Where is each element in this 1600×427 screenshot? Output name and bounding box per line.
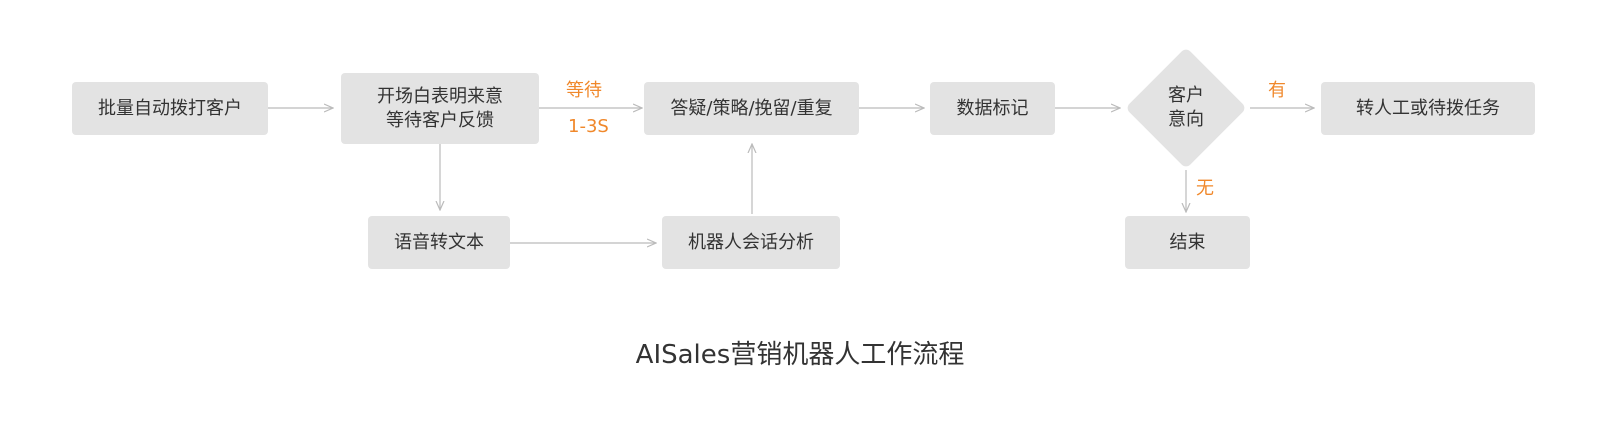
node-batch-dial: 批量自动拨打客户: [72, 82, 268, 135]
node-speech-to-text-label: 语音转文本: [394, 231, 484, 253]
decision-label-line1: 客户: [1168, 85, 1204, 106]
node-end: 结束: [1125, 216, 1250, 269]
node-qa-strategy-label: 答疑/策略/挽留/重复: [670, 97, 833, 119]
node-data-tag: 数据标记: [930, 82, 1055, 135]
edge-label-yes: 有: [1268, 80, 1286, 101]
node-opening-label-line1: 开场白表明来意: [377, 85, 503, 107]
edge-label-wait-time: 1-3S: [568, 116, 609, 137]
edge-label-no: 无: [1196, 178, 1214, 199]
node-transfer-label: 转人工或待拨任务: [1356, 97, 1500, 119]
edge-label-wait: 等待: [566, 80, 602, 101]
node-data-tag-label: 数据标记: [956, 97, 1029, 119]
node-transfer: 转人工或待拨任务: [1321, 82, 1535, 135]
decision-customer-intent: 客户 意向: [1125, 47, 1247, 169]
node-robot-analysis-label: 机器人会话分析: [688, 231, 814, 253]
diagram-caption: AISales营销机器人工作流程: [635, 340, 965, 370]
node-qa-strategy: 答疑/策略/挽留/重复: [644, 82, 859, 135]
node-opening: 开场白表明来意 等待客户反馈: [341, 73, 539, 144]
node-robot-analysis: 机器人会话分析: [662, 216, 840, 269]
decision-label-line2: 意向: [1168, 109, 1204, 130]
node-speech-to-text: 语音转文本: [368, 216, 510, 269]
node-batch-dial-label: 批量自动拨打客户: [98, 97, 242, 119]
decision-label: 客户 意向: [1125, 47, 1247, 169]
node-opening-label-line2: 等待客户反馈: [386, 109, 494, 131]
node-end-label: 结束: [1169, 231, 1206, 253]
